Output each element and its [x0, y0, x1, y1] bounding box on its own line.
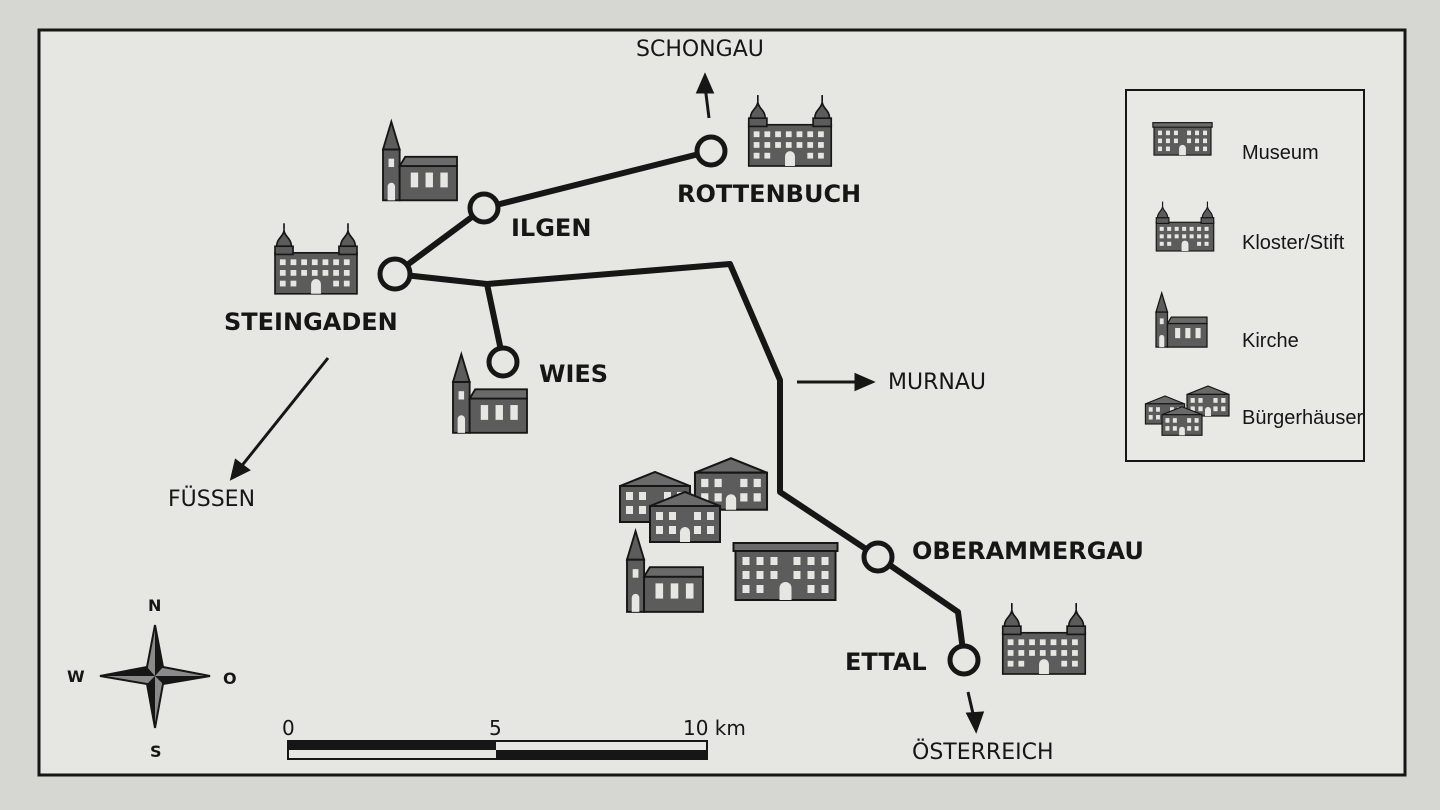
scale-label-10km: 10 km — [683, 716, 746, 740]
label-ettal: ETTAL — [845, 648, 927, 676]
route-ilgen-steingaden — [392, 205, 487, 277]
label-fuessen: FÜSSEN — [168, 486, 255, 512]
compass-rose: N W O S — [67, 596, 237, 761]
route-rottenbuch-ilgen — [481, 148, 714, 211]
compass-o: O — [223, 669, 237, 688]
label-rottenbuch: ROTTENBUCH — [677, 180, 861, 208]
compass-n: N — [148, 596, 161, 615]
label-oberammergau: OBERAMMERGAU — [912, 537, 1144, 565]
route-steingaden-oberammergau — [392, 261, 967, 661]
label-ilgen: ILGEN — [511, 214, 591, 242]
node-oberammergau[interactable] — [861, 540, 895, 574]
compass-s: S — [150, 742, 162, 761]
node-rottenbuch[interactable] — [694, 134, 728, 168]
direction-arrows — [229, 72, 985, 734]
node-wies[interactable] — [486, 345, 520, 379]
compass-w: W — [67, 667, 85, 686]
scale-label-5: 5 — [489, 716, 502, 740]
legend-label-museum: Museum — [1242, 142, 1319, 164]
scale-bar: 0 5 10 km — [282, 716, 746, 760]
label-schongau: SCHONGAU — [636, 37, 764, 62]
node-steingaden[interactable] — [377, 256, 413, 292]
arrow-fuessen — [238, 357, 330, 469]
label-murnau: MURNAU — [888, 370, 986, 395]
legend: Museum Kloster/Stift Kirche Bürgerhäuser — [1125, 89, 1365, 462]
town-nodes — [377, 134, 981, 677]
museum-icon — [1152, 122, 1213, 156]
legend-label-kirche: Kirche — [1242, 330, 1299, 352]
node-ilgen[interactable] — [467, 191, 501, 225]
label-wies: WIES — [539, 360, 608, 388]
label-oesterreich: ÖSTERREICH — [912, 739, 1054, 765]
arrowhead-schongau — [695, 72, 715, 94]
legend-label-kloster: Kloster/Stift — [1242, 232, 1345, 254]
label-steingaden: STEINGADEN — [224, 308, 398, 336]
arrowhead-murnau — [854, 372, 876, 392]
museum-icon-oberammergau — [732, 541, 839, 602]
node-ettal[interactable] — [947, 643, 981, 677]
arrowhead-oesterreich — [965, 711, 985, 734]
legend-label-buergerhaeuser: Bürgerhäuser — [1242, 407, 1364, 429]
arrowhead-fuessen — [229, 458, 251, 481]
scale-label-0: 0 — [282, 716, 295, 740]
